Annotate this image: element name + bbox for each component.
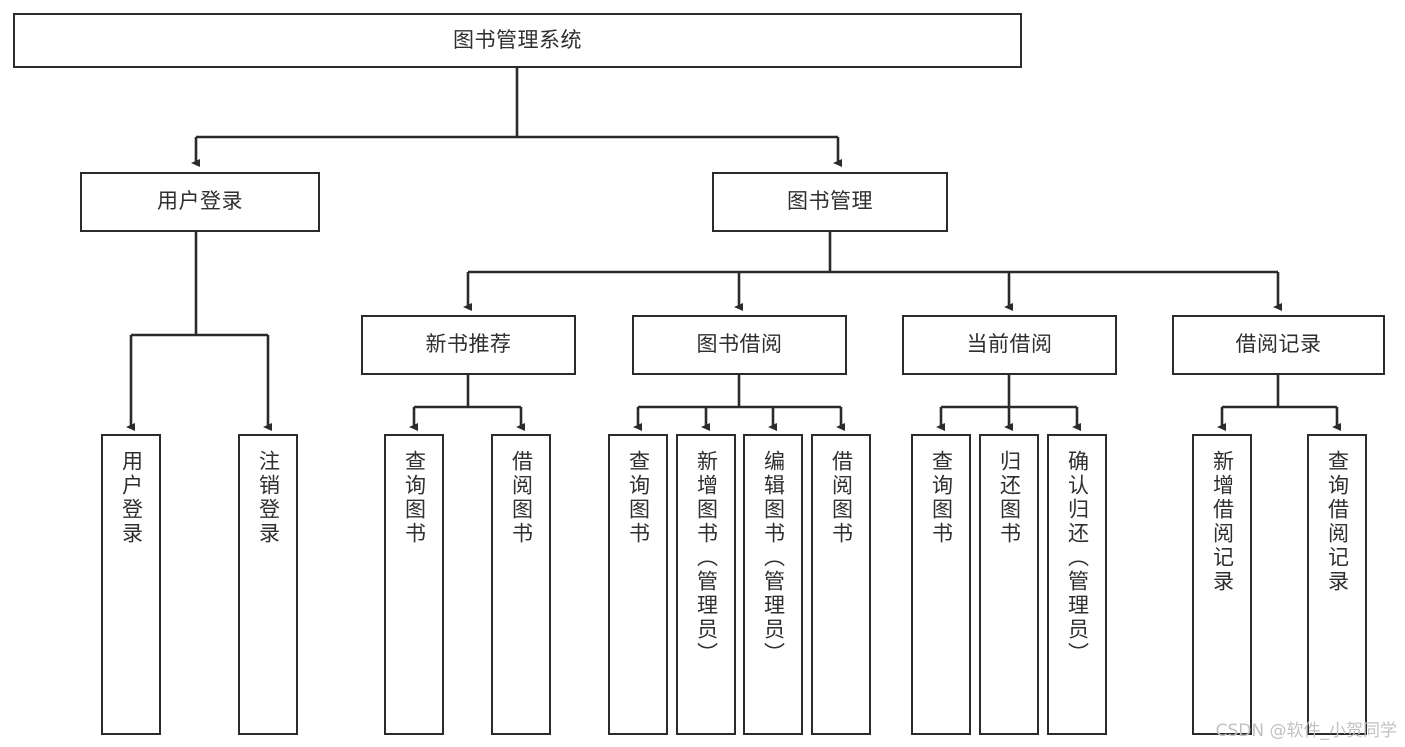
node-leaf-borrow-book-2-label: 借阅图书 bbox=[829, 450, 854, 546]
node-user-login-label: 用户登录 bbox=[157, 189, 243, 214]
node-leaf-query-record[interactable]: 查询借阅记录 bbox=[1307, 434, 1367, 735]
node-leaf-add-record[interactable]: 新增借阅记录 bbox=[1192, 434, 1252, 735]
node-leaf-edit-book[interactable]: 编辑图书（管理员） bbox=[743, 434, 803, 735]
node-leaf-add-record-label: 新增借阅记录 bbox=[1210, 450, 1235, 594]
node-new-book-recommend[interactable]: 新书推荐 bbox=[361, 315, 576, 375]
node-root-label: 图书管理系统 bbox=[453, 27, 582, 52]
node-root[interactable]: 图书管理系统 bbox=[13, 13, 1022, 68]
node-leaf-query-record-label: 查询借阅记录 bbox=[1325, 450, 1350, 594]
node-leaf-add-book[interactable]: 新增图书（管理员） bbox=[676, 434, 736, 735]
node-leaf-confirm-return-label: 确认归还（管理员） bbox=[1065, 450, 1090, 666]
node-leaf-borrow-book-1-label: 借阅图书 bbox=[509, 450, 534, 546]
node-leaf-query-book-1-label: 查询图书 bbox=[402, 450, 427, 546]
node-borrow-record[interactable]: 借阅记录 bbox=[1172, 315, 1385, 375]
node-book-borrow-label: 图书借阅 bbox=[696, 332, 783, 357]
node-leaf-logout-login[interactable]: 注销登录 bbox=[238, 434, 298, 735]
node-book-manage-label: 图书管理 bbox=[787, 189, 873, 214]
node-leaf-query-book-3-label: 查询图书 bbox=[929, 450, 954, 546]
node-leaf-return-book[interactable]: 归还图书 bbox=[979, 434, 1039, 735]
node-leaf-user-login-label: 用户登录 bbox=[119, 450, 144, 546]
node-leaf-query-book-1[interactable]: 查询图书 bbox=[384, 434, 444, 735]
node-book-borrow[interactable]: 图书借阅 bbox=[632, 315, 847, 375]
node-current-borrow-label: 当前借阅 bbox=[966, 332, 1053, 357]
node-leaf-query-book-2-label: 查询图书 bbox=[626, 450, 651, 546]
node-leaf-query-book-3[interactable]: 查询图书 bbox=[911, 434, 971, 735]
node-borrow-record-label: 借阅记录 bbox=[1235, 332, 1322, 357]
csdn-watermark: CSDN @软件_小贺同学 bbox=[1215, 721, 1397, 741]
node-current-borrow[interactable]: 当前借阅 bbox=[902, 315, 1117, 375]
node-user-login[interactable]: 用户登录 bbox=[80, 172, 320, 232]
node-leaf-edit-book-label: 编辑图书（管理员） bbox=[761, 450, 786, 666]
node-leaf-query-book-2[interactable]: 查询图书 bbox=[608, 434, 668, 735]
node-new-book-recommend-label: 新书推荐 bbox=[425, 332, 512, 357]
node-book-manage[interactable]: 图书管理 bbox=[712, 172, 948, 232]
node-leaf-return-book-label: 归还图书 bbox=[997, 450, 1022, 546]
node-leaf-borrow-book-2[interactable]: 借阅图书 bbox=[811, 434, 871, 735]
node-leaf-add-book-label: 新增图书（管理员） bbox=[694, 450, 719, 666]
node-leaf-user-login[interactable]: 用户登录 bbox=[101, 434, 161, 735]
node-leaf-logout-login-label: 注销登录 bbox=[256, 450, 281, 546]
node-leaf-borrow-book-1[interactable]: 借阅图书 bbox=[491, 434, 551, 735]
node-leaf-confirm-return[interactable]: 确认归还（管理员） bbox=[1047, 434, 1107, 735]
